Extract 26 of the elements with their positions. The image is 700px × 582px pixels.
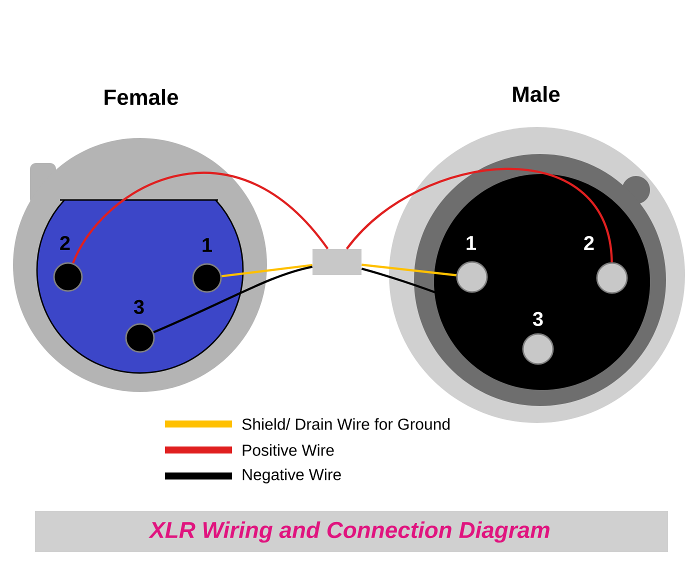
pin — [522, 333, 554, 365]
pin — [456, 261, 488, 293]
pin-socket — [192, 263, 222, 293]
wire — [361, 268, 533, 336]
pin-number: 2 — [60, 236, 70, 250]
pin-socket — [125, 323, 155, 353]
wire — [72, 172, 329, 264]
pin — [596, 262, 628, 294]
connector-heading: Male — [513, 86, 560, 102]
pin-number: 3 — [134, 300, 144, 314]
pin-socket — [53, 262, 83, 292]
pin-number: 1 — [466, 236, 476, 250]
female-connector-drawing — [13, 138, 267, 392]
wire — [153, 266, 313, 334]
wire — [346, 168, 613, 262]
legend-label: Negative Wire — [242, 468, 341, 484]
legend-label: Positive Wire — [242, 444, 334, 456]
wire — [222, 264, 312, 278]
pin-number: 2 — [584, 236, 594, 250]
pin-number: 1 — [202, 238, 212, 252]
legend-label: Shield/ Drain Wire for Ground — [242, 418, 450, 430]
connector-heading: Female — [104, 88, 178, 106]
wire — [362, 264, 456, 276]
splice-box — [312, 249, 362, 275]
caption-banner: XLR Wiring and Connection Diagram — [35, 511, 668, 552]
pin-number: 3 — [532, 312, 543, 326]
